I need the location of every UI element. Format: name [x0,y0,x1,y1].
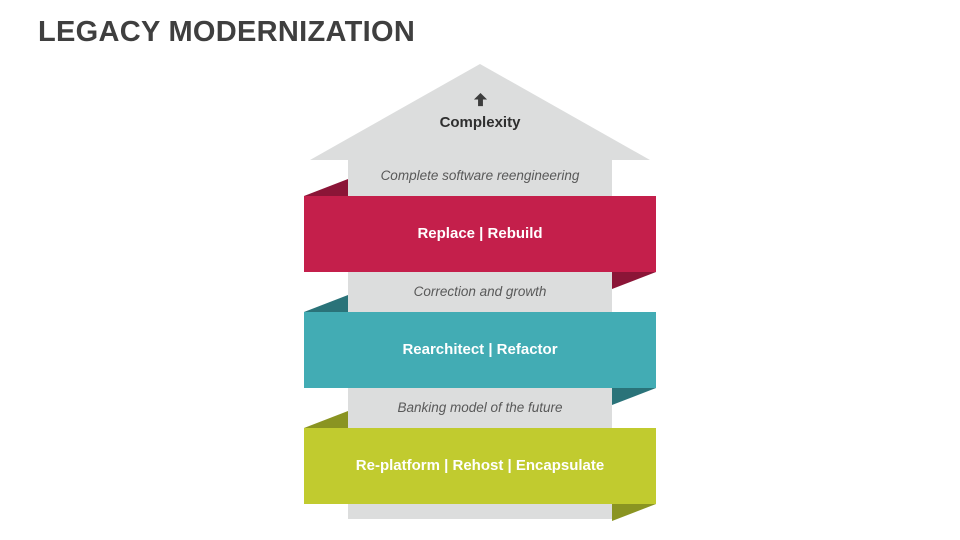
ribbon-band-3-label: Re-platform | Rehost | Encapsulate [355,457,605,474]
ribbon-band-1-label: Replace | Rebuild [417,225,543,242]
complexity-group: Complexity [330,92,630,131]
caption-level-2: Correction and growth [413,284,547,299]
caption-level-3: Banking model of the future [397,400,563,415]
ribbon-band-1: Replace | Rebuild [304,196,656,272]
ribbon-fold-right-3 [612,504,656,521]
slide-title: LEGACY MODERNIZATION [38,16,416,48]
up-arrow-icon [473,92,488,107]
ribbon-band-2: Rearchitect | Refactor [304,312,656,388]
caption-level-1: Complete software reengineering [380,168,580,183]
complexity-label: Complexity [439,114,521,131]
ribbon-band-2-label: Rearchitect | Refactor [402,341,558,358]
ribbon-band-3: Re-platform | Rehost | Encapsulate [304,428,656,504]
